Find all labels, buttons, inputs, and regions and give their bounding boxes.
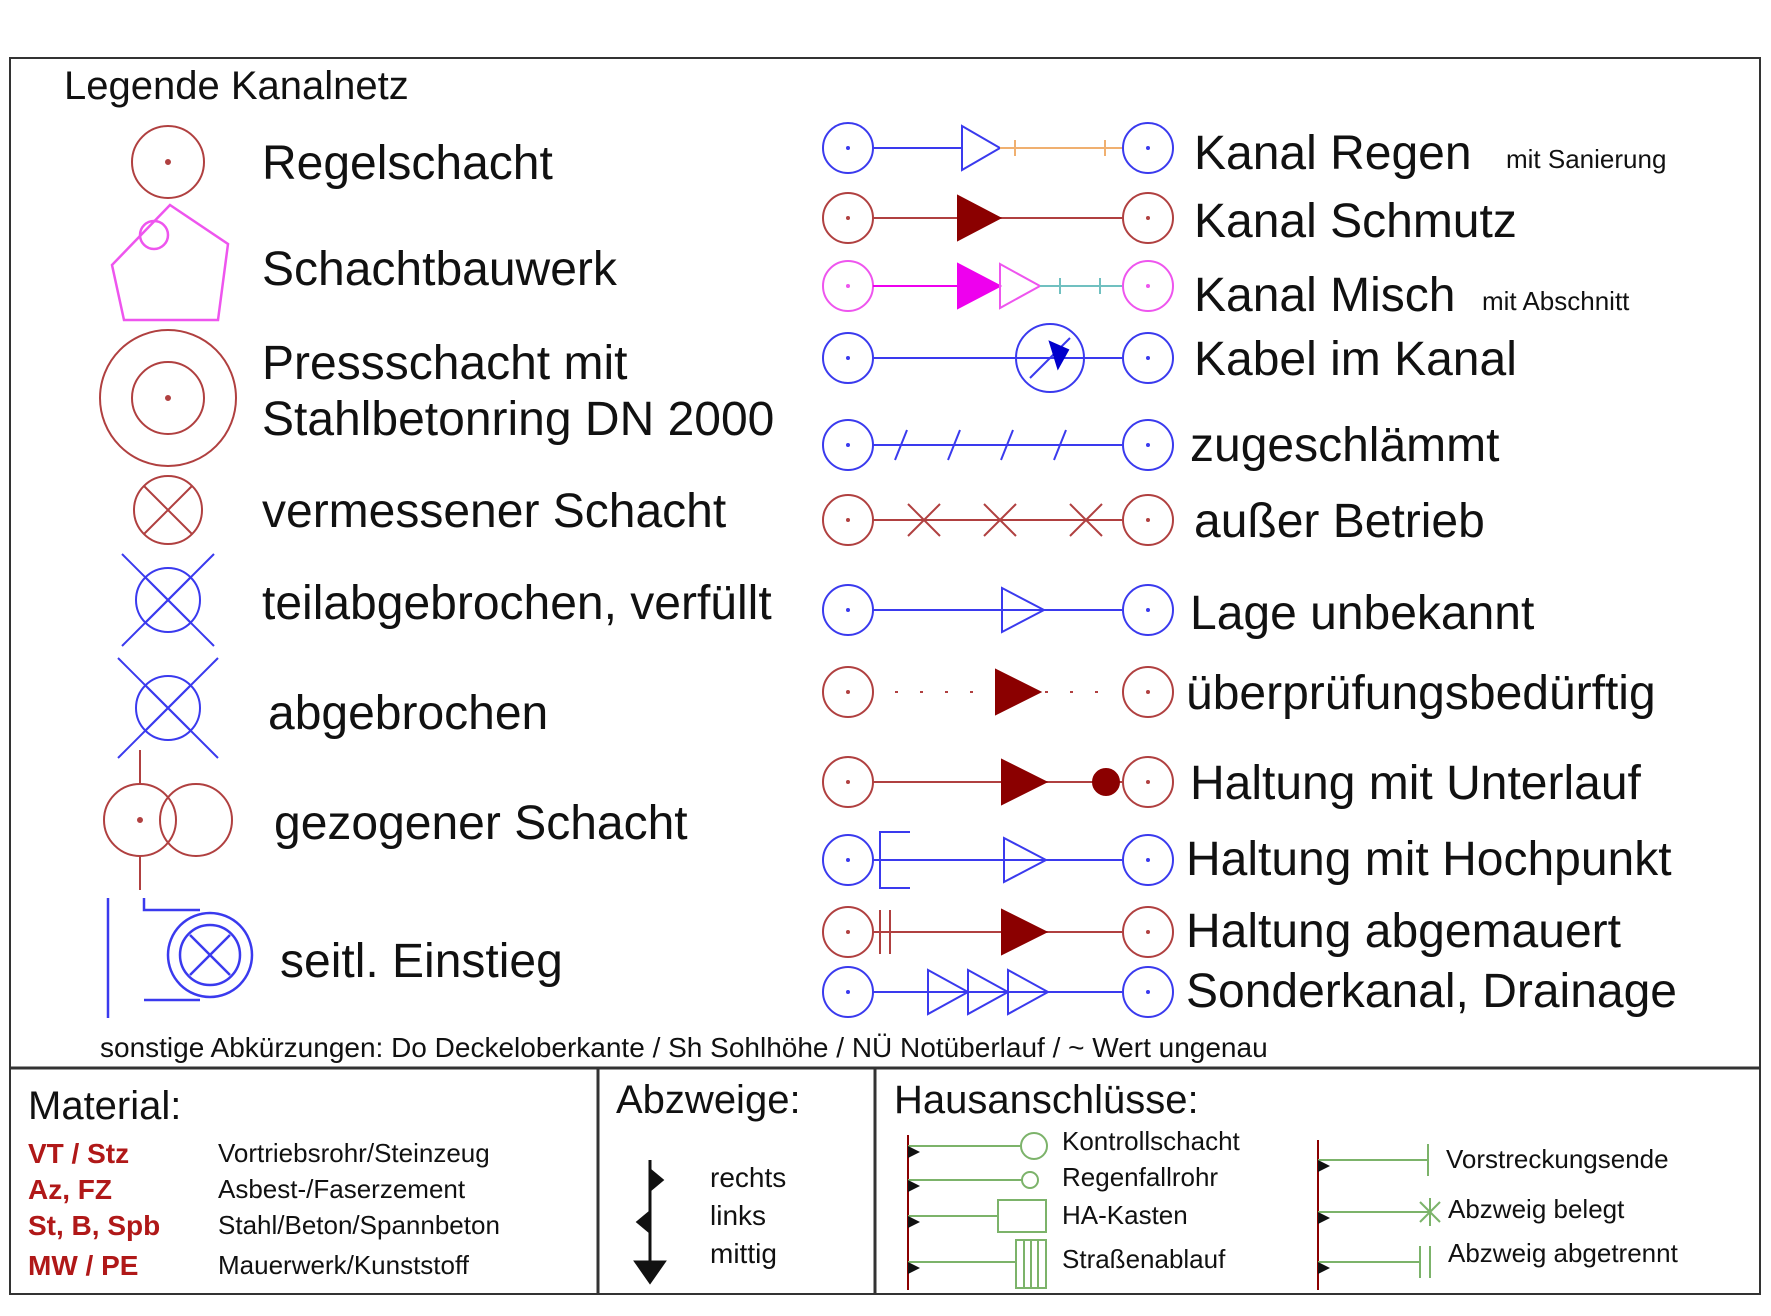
haltung-hochpunkt-symbol xyxy=(822,831,1174,889)
abgebrochen-icon xyxy=(117,657,219,759)
abzweig-links-icon xyxy=(635,1208,652,1236)
label-gezogener-schacht: gezogener Schacht xyxy=(274,797,688,850)
kabel-im-kanal-symbol xyxy=(822,323,1174,393)
ha-vorstreckungsende: Vorstreckungsende xyxy=(1446,1144,1669,1174)
hausanschluss-symbols xyxy=(907,1132,1441,1290)
label-pressschacht: Pressschacht mit xyxy=(262,337,628,390)
abzweig-links: links xyxy=(710,1200,767,1231)
label-haltung-abgemauert: Haltung abgemauert xyxy=(1186,905,1621,958)
vermessener-schacht-icon xyxy=(133,475,203,545)
abzweig-mittig-icon xyxy=(633,1260,667,1285)
pressschacht-icon xyxy=(99,329,237,467)
label-pressschacht-line2: Stahlbetonring DN 2000 xyxy=(262,393,775,446)
label-sonderkanal: Sonderkanal, Drainage xyxy=(1186,965,1677,1018)
label-teilabgebrochen: teilabgebrochen, verfüllt xyxy=(262,577,772,630)
legend-frame xyxy=(9,57,1761,1295)
label-regelschacht: Regelschacht xyxy=(262,137,553,190)
material-code: VT / Stz xyxy=(28,1138,130,1169)
ueberpruefungsbeduerftig-symbol xyxy=(822,666,1174,718)
abzweig-mittig: mittig xyxy=(710,1238,777,1269)
label-kanal-schmutz: Kanal Schmutz xyxy=(1194,195,1517,248)
abbreviations-text: sonstige Abkürzungen: Do Deckeloberkante… xyxy=(100,1032,1268,1063)
kanal-misch-symbol xyxy=(822,260,1174,312)
kanal-regen-symbol xyxy=(822,122,1174,174)
label-ausser-betrieb: außer Betrieb xyxy=(1194,495,1485,548)
label-zugeschlaemmt: zugeschlämmt xyxy=(1190,419,1500,472)
label-kabel-im-kanal: Kabel im Kanal xyxy=(1194,333,1517,386)
label-vermessener-schacht: vermessener Schacht xyxy=(262,485,727,538)
lage-unbekannt-symbol xyxy=(822,584,1174,636)
seitl-einstieg-icon xyxy=(106,898,254,1018)
abzweige-title: Abzweige: xyxy=(616,1078,801,1122)
abzweig-symbols xyxy=(633,1160,667,1285)
sonderkanal-symbol xyxy=(822,966,1174,1018)
zugeschlaemmt-symbol xyxy=(822,419,1174,471)
ha-kasten-icon xyxy=(997,1199,1047,1233)
label-seitl-einstieg: seitl. Einstieg xyxy=(280,935,563,988)
label-abgebrochen: abgebrochen xyxy=(268,687,549,740)
abzweig-rechts: rechts xyxy=(710,1162,787,1193)
label-schachtbauwerk: Schachtbauwerk xyxy=(262,243,617,296)
regenfallrohr-icon xyxy=(1021,1171,1039,1189)
material-desc: Asbest-/Faserzement xyxy=(218,1174,466,1204)
note-kanal-regen: mit Sanierung xyxy=(1506,144,1667,174)
ha-kasten: HA-Kasten xyxy=(1062,1200,1188,1230)
ha-regenfallrohr: Regenfallrohr xyxy=(1062,1162,1219,1192)
kontrollschacht-icon xyxy=(1020,1132,1048,1160)
ausser-betrieb-symbol xyxy=(822,494,1174,546)
ha-strassenablauf: Straßenablauf xyxy=(1062,1244,1226,1274)
ha-abzweig-belegt: Abzweig belegt xyxy=(1448,1194,1625,1224)
material-code: Az, FZ xyxy=(28,1174,112,1205)
abzweig-belegt-icon xyxy=(1419,1198,1441,1226)
label-haltung-unterlauf: Haltung mit Unterlauf xyxy=(1190,757,1641,810)
haltung-unterlauf-symbol xyxy=(822,756,1174,808)
material-code: MW / PE xyxy=(28,1250,139,1281)
label-kanal-regen: Kanal Regen xyxy=(1194,127,1472,180)
legend-title: Legende Kanalnetz xyxy=(64,64,409,108)
abzweig-rechts-icon xyxy=(648,1166,665,1194)
material-desc: Stahl/Beton/Spannbeton xyxy=(218,1210,500,1240)
material-desc: Vortriebsrohr/Steinzeug xyxy=(218,1138,490,1168)
label-kanal-misch: Kanal Misch xyxy=(1194,269,1456,322)
gezogener-schacht-icon xyxy=(103,750,233,890)
haltung-abgemauert-symbol xyxy=(822,906,1174,958)
abzweig-abgetrennt-icon xyxy=(1419,1246,1431,1278)
label-lage-unbekannt: Lage unbekannt xyxy=(1190,587,1535,640)
material-code: St, B, Spb xyxy=(28,1210,161,1241)
label-ueberpruefungsbeduerftig: überprüfungsbedürftig xyxy=(1186,667,1656,720)
hausanschluesse-title: Hausanschlüsse: xyxy=(894,1078,1199,1122)
label-haltung-hochpunkt: Haltung mit Hochpunkt xyxy=(1186,833,1672,886)
ha-kontrollschacht: Kontrollschacht xyxy=(1062,1126,1240,1156)
regelschacht-icon xyxy=(131,125,205,199)
ha-abzweig-abgetrennt: Abzweig abgetrennt xyxy=(1448,1238,1678,1268)
schachtbauwerk-icon xyxy=(110,203,230,322)
teilabgebrochen-icon xyxy=(121,553,215,647)
material-desc: Mauerwerk/Kunststoff xyxy=(218,1250,469,1280)
note-kanal-misch: mit Abschnitt xyxy=(1482,286,1630,316)
material-title: Material: xyxy=(28,1084,182,1128)
kanal-schmutz-symbol xyxy=(822,192,1174,244)
strassenablauf-icon xyxy=(1015,1239,1047,1289)
